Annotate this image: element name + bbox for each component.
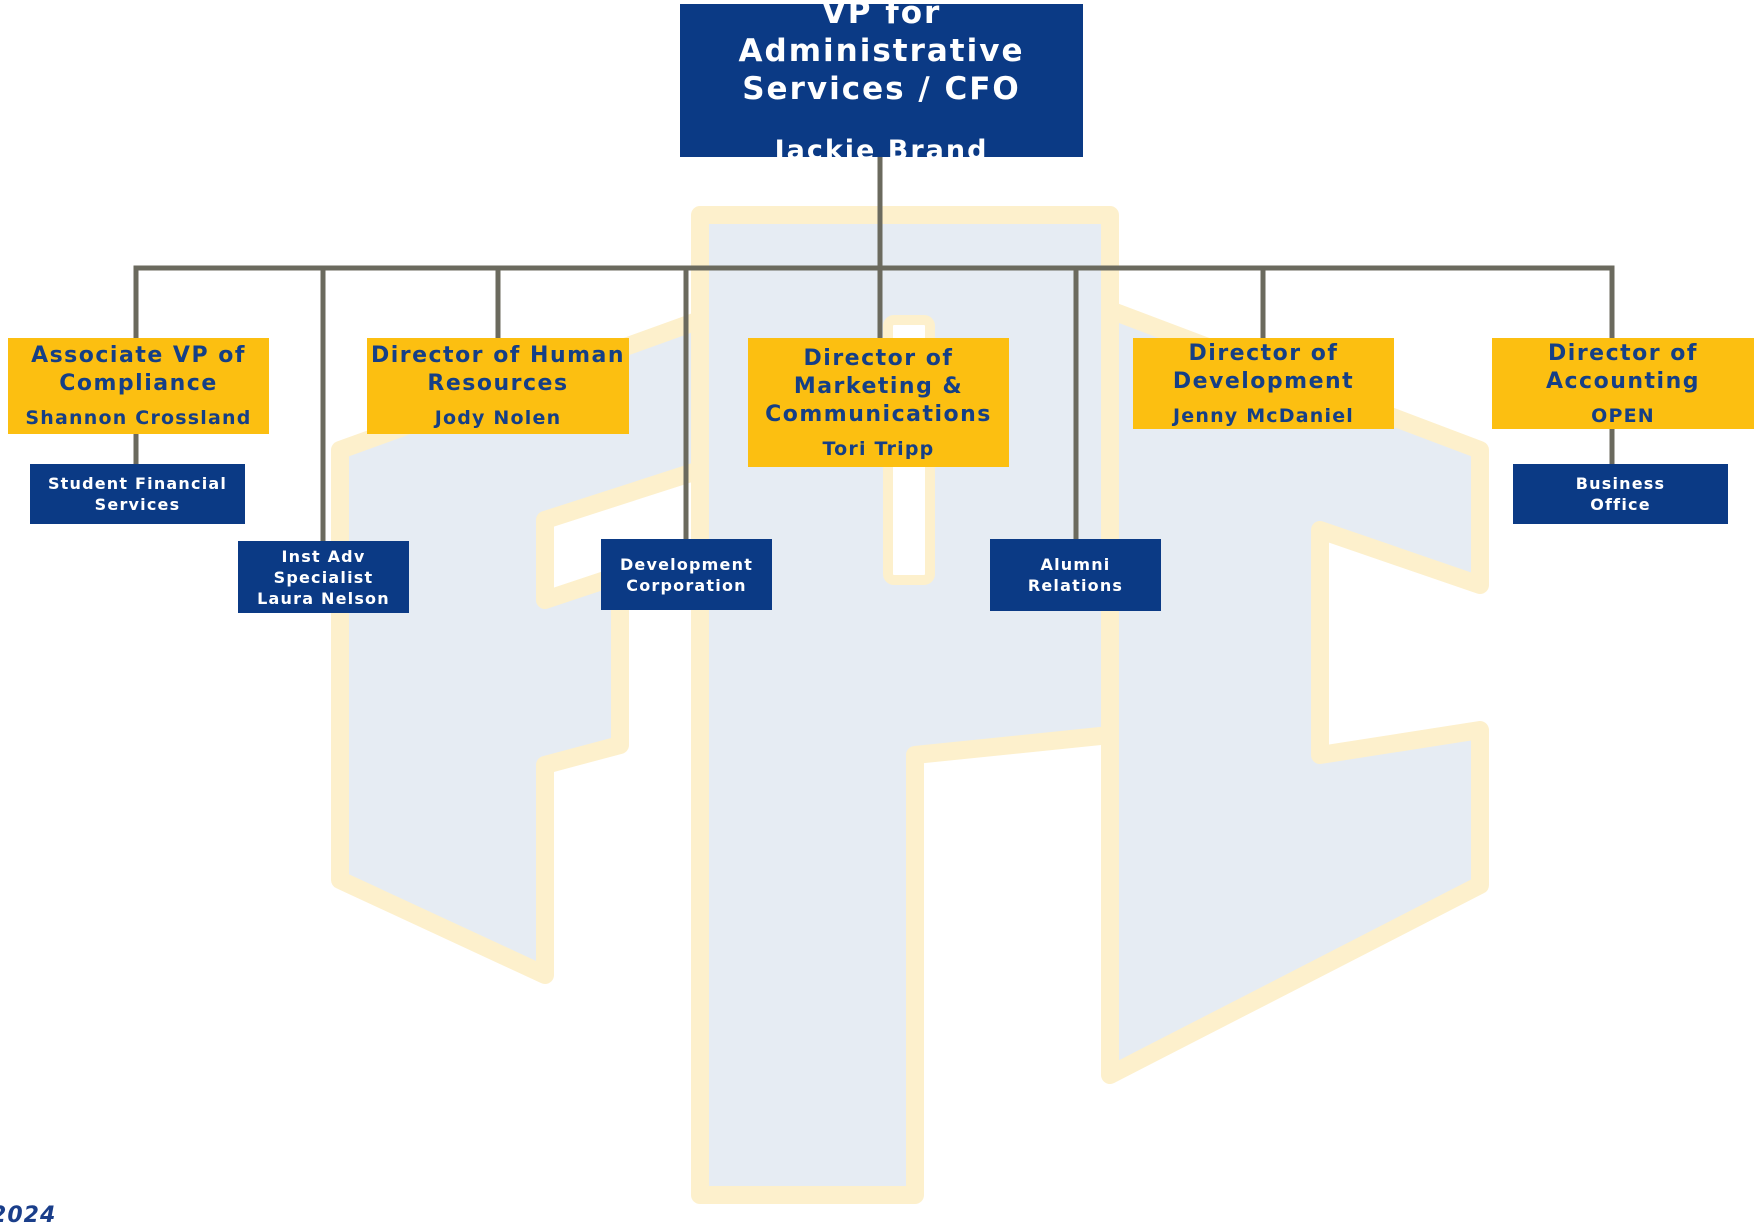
unit-line: Corporation [626,575,747,595]
director-box-development: Director of Development Jenny McDaniel [1133,338,1394,429]
root-title-line1: VP for Administrative [738,0,1025,69]
director-name: Jenny McDaniel [1172,404,1354,427]
director-box-hr: Director of Human Resources Jody Nolen [367,338,629,434]
unit-line: Inst Adv [281,546,366,566]
director-box-accounting: Director of Accounting OPEN [1492,338,1754,429]
unit-line: Development [619,554,754,574]
director-title-line: Marketing & [793,373,964,399]
director-title-line: Director of [1188,340,1339,366]
footer-date: /2024 [0,1203,57,1228]
unit-line: Specialist [273,567,374,587]
director-title-line: Accounting [1545,368,1700,394]
director-title-line: Director of [803,345,954,371]
unit-line: Student Financial [47,474,228,493]
unit-box-inst-adv-specialist: Inst Adv Specialist Laura Nelson [238,541,409,613]
unit-line: Laura Nelson [257,588,390,608]
root-name: Jackie Brand [774,134,989,166]
root-box-vp-admin: VP for Administrative Services / CFO Jac… [680,0,1083,166]
director-box-marketing: Director of Marketing & Communications T… [748,338,1009,467]
unit-line: Alumni [1040,555,1111,574]
root-title-line2: Services / CFO [742,70,1021,107]
director-title-line: Director of [1548,340,1698,366]
director-title-line: Compliance [59,371,218,396]
unit-box-alumni-relations: Alumni Relations [990,539,1161,611]
unit-line: Services [94,495,181,514]
unit-box-business-office: Business Office [1513,464,1728,524]
director-name: Tori Tripp [822,437,935,460]
director-title-line: Resources [427,371,569,396]
unit-line: Business [1575,474,1666,493]
director-name: OPEN [1591,404,1655,427]
director-title-line: Communications [765,401,992,427]
director-name: Shannon Crossland [25,407,252,429]
director-title-line: Director of Human [370,343,626,368]
unit-box-development-corporation: Development Corporation [601,539,772,610]
unit-box-student-financial-services: Student Financial Services [30,464,245,524]
director-title-line: Development [1172,368,1355,394]
director-name: Jody Nolen [434,407,562,429]
director-title-line: Associate VP of [31,343,246,368]
unit-line: Relations [1027,576,1124,595]
unit-line: Office [1590,495,1651,514]
director-box-compliance: Associate VP of Compliance Shannon Cross… [8,338,269,434]
watermark-letter-c [1101,301,1489,1084]
